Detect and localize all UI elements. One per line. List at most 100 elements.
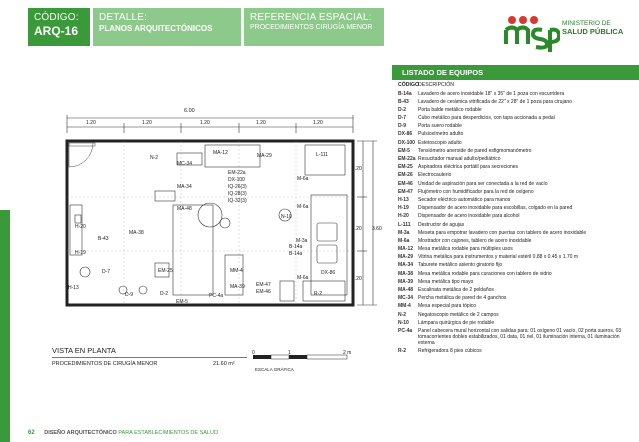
plan-label-iq26: IQ-26(3) — [228, 184, 247, 190]
seg-dim-3: 1.20 — [200, 120, 210, 126]
equipment-row: H-19 Dispensador de acero inoxidable para… — [398, 205, 634, 211]
room-walls — [65, 139, 355, 307]
plan-label-h13: H-13 — [68, 285, 79, 291]
logo-line1: MINISTERIO DE — [562, 20, 611, 27]
equipment-table-header: CÓDIGO DESCRIPCIÓN — [398, 82, 634, 88]
plan-label-pc4a: PC-4a — [209, 293, 224, 299]
floor-plan — [65, 115, 377, 360]
plan-label-ma39: MA-39 — [230, 284, 245, 290]
caption-divider — [52, 357, 247, 358]
plan-label-em47: EM-47 — [256, 282, 271, 288]
door-swing — [68, 142, 94, 168]
equipment-description: Unidad de aspiración para ser conectada … — [418, 180, 548, 187]
equipment-description: Dispensador de acero inoxidable para alc… — [418, 213, 520, 220]
scale-tick-2: 2 m — [343, 350, 352, 356]
plan-label-ma38: MA-38 — [129, 230, 144, 236]
total-dim-label: 6.00 — [184, 108, 195, 114]
equipment-description: Aspiradora eléctrica portátil para secre… — [418, 164, 519, 171]
procedure-table — [172, 204, 214, 296]
counter-right — [310, 194, 348, 296]
plan-label-d9: D-9 — [125, 292, 134, 298]
detail-label: DETALLE: — [99, 12, 148, 23]
equipment-description: Dispensador de acero inoxidable para esc… — [418, 205, 573, 212]
right-dim-total: 3.60 — [372, 226, 382, 232]
equipment-description: Porta balde metálico rodable — [418, 106, 482, 113]
sidebar-title: Planos Arquitectónicos de Ambientes de E… — [11, 211, 19, 396]
equipment-code: MC-34 — [398, 295, 414, 302]
footer-subtitle: PARA ESTABLECIMIENTOS DE SALUD — [118, 430, 218, 436]
plan-label-m6a-1: M-6a — [297, 176, 309, 182]
equipment-code: H-19 — [398, 205, 409, 212]
equipment-code: MA-38 — [398, 270, 414, 277]
plan-label-em22a: EM-22a — [228, 170, 246, 176]
plan-label-em5: EM-5 — [176, 299, 188, 305]
equipment-code: R-2 — [398, 348, 407, 355]
column-code-header: CÓDIGO — [398, 82, 420, 88]
equipment-code: B-14a — [398, 90, 412, 97]
sidebar-stripe — [0, 210, 10, 442]
right-dim-3: 1.20 — [352, 276, 362, 282]
page-number: 62 — [28, 430, 35, 436]
plan-label-m3a: M-3a — [296, 238, 308, 244]
equipment-description: Mesa metálica rodable para curaciones co… — [418, 270, 552, 277]
plan-label-b14a-1: B-14a — [289, 244, 303, 250]
equipment-description: Electrocauterio — [418, 172, 452, 179]
equipment-description: Taburete metálico asiento giratorio fijo — [418, 262, 503, 269]
equipment-code: L-111 — [398, 221, 411, 228]
footer-title: DISEÑO ARQUITECTÓNICO — [44, 430, 117, 436]
logo-line2: SALUD PÚBLICA — [562, 27, 624, 36]
equipment-code: B-43 — [398, 98, 409, 105]
plan-label-n2: N-2 — [150, 155, 159, 161]
equipment-code: D-7 — [398, 115, 407, 122]
equipment-code: EM-47 — [398, 188, 413, 195]
equipment-description: Mesa metálica tipo mayo — [418, 278, 474, 285]
plan-label-mm4: MM-4 — [230, 268, 243, 274]
equipment-code: D-2 — [398, 106, 407, 113]
detail-box: DETALLE: PLANOS ARQUITECTÓNICOS — [93, 8, 241, 46]
equipment-row: MA-48 Escalinata metálica de 2 peldaños — [398, 287, 634, 293]
vista-title: VISTA EN PLANTA — [52, 346, 116, 355]
seg-dim-5: 1.20 — [313, 120, 323, 126]
equipment-description: Destructor de agujas — [418, 221, 465, 228]
plan-label-b43: B-43 — [98, 236, 109, 242]
plan-label-em25: EM-25 — [158, 268, 173, 274]
plan-label-m6a-3: M-6a — [297, 275, 309, 281]
equipment-code: PC-4a — [398, 327, 413, 334]
plan-label-h20: H-20 — [75, 224, 86, 230]
code-box: CÓDIGO: ARQ-16 — [28, 8, 90, 46]
plan-label-d2: D-2 — [160, 291, 169, 297]
equipment-code: M-6a — [398, 237, 410, 244]
equipment-description: Escalinata metálica de 2 peldaños — [418, 287, 494, 293]
equipment-description: Panel cabecera mural horizontal con sali… — [418, 327, 622, 346]
equipment-code: N-10 — [398, 319, 409, 326]
equipment-code: MA-48 — [398, 287, 414, 293]
reference-value: PROCEDIMIENTOS CIRUGÍA MENOR — [250, 24, 373, 31]
msp-logo-icon — [504, 16, 562, 52]
equipment-description: Mesa metálica rodable para múltiples uso… — [418, 246, 513, 253]
equipment-description: Resucitador manual adulto/pediátrico — [418, 156, 501, 162]
seg-dim-4: 1.20 — [256, 120, 266, 126]
equipment-description: Flujómetro con humidificador para la red… — [418, 188, 534, 195]
equipment-description: Percha metálica de pared de 4 ganchos — [418, 295, 507, 302]
counter-top — [304, 144, 346, 176]
equipment-description: Mesa especial para tópico — [418, 303, 477, 310]
equipment-code: N-2 — [398, 311, 407, 318]
column-desc-header: DESCRIPCIÓN — [418, 82, 455, 88]
equipment-description: Pulsioxímetro adulto — [418, 131, 464, 138]
lamp-base — [278, 208, 292, 222]
equipment-description: Vitrina metálica para instrumentos y mat… — [418, 254, 578, 261]
